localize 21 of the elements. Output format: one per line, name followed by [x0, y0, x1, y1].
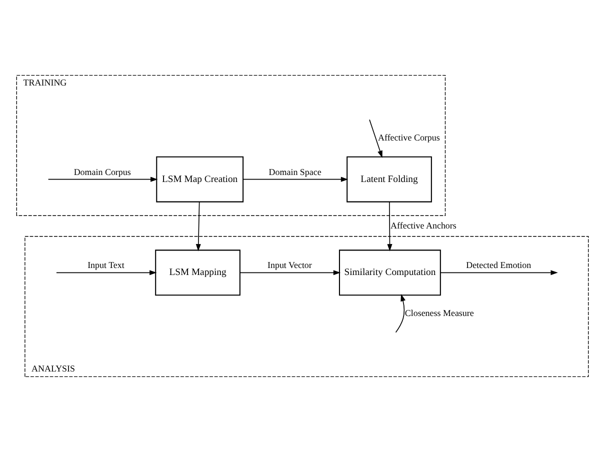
node-box: LSM Map Creation [156, 156, 244, 202]
edge-label: Input Text [88, 260, 124, 270]
edge-label: Domain Corpus [74, 166, 131, 177]
node-box: Similarity Computation [338, 250, 441, 296]
arrow [56, 270, 157, 276]
arrow [242, 176, 348, 182]
arrow [395, 294, 406, 333]
arrow [48, 176, 158, 182]
arrow [369, 119, 382, 158]
edge-label: Affective Anchors [390, 220, 456, 230]
node-box: Latent Folding [346, 156, 432, 202]
edge-label: Input Vector [268, 260, 312, 270]
edge-label: Detected Emotion [466, 260, 532, 270]
arrow [196, 201, 201, 252]
edge-label: Domain Space [268, 166, 322, 177]
edge-label: Affective Corpus [378, 132, 440, 143]
node-box: LSM Mapping [155, 250, 240, 296]
arrow [387, 201, 392, 252]
arrow [240, 270, 341, 276]
arrow [440, 270, 558, 276]
edge-label: Closeness Measure [404, 308, 474, 318]
